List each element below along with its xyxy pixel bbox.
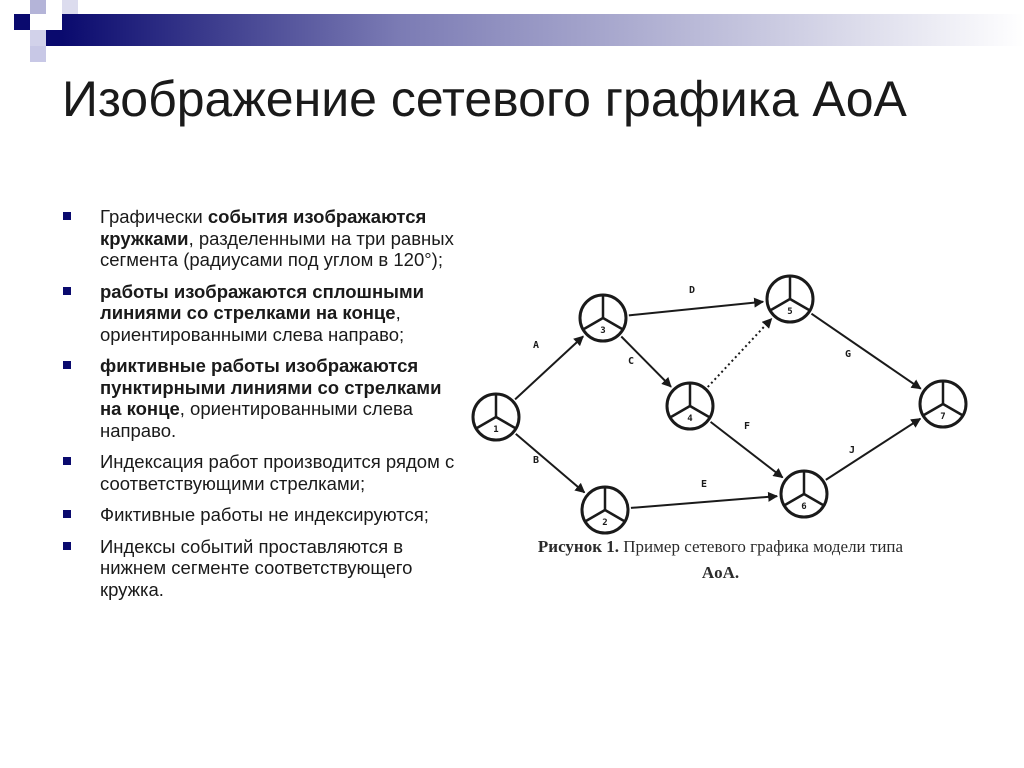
segment-divider	[942, 402, 964, 417]
event-node-2: 2	[580, 485, 630, 535]
caption-text: Пример сетевого графика модели типа	[619, 537, 904, 556]
segment-divider	[769, 297, 791, 312]
deco-square	[14, 14, 30, 30]
segment-divider	[922, 402, 944, 417]
segment-divider	[475, 415, 497, 430]
event-node-7: 7	[918, 379, 968, 429]
event-index-label: 1	[493, 425, 498, 435]
aoa-network-diagram: A B C D E F G J 1 2 3 4 5 6 7	[471, 274, 968, 535]
bullet-bold-text: работы изображаются сплошными линиями со…	[100, 280, 425, 324]
event-index-label: 5	[787, 307, 792, 317]
activity-label: D	[689, 285, 695, 296]
dummy-activity-arrow	[707, 317, 773, 388]
activity-arrow-g	[810, 312, 922, 390]
segment-divider	[584, 508, 606, 523]
activity-label: E	[701, 479, 707, 490]
activity-label: B	[533, 455, 539, 466]
event-node-3: 3	[578, 293, 628, 343]
deco-square	[46, 30, 62, 46]
square-bullet-icon	[63, 541, 71, 550]
corner-decoration	[14, 0, 1024, 62]
activity-arrow-j	[825, 417, 922, 481]
segment-divider	[783, 492, 805, 507]
segment-divider	[582, 316, 604, 331]
caption-line2: AoA.	[701, 563, 740, 582]
activity-label: J	[849, 445, 855, 456]
activity-label: F	[744, 421, 750, 432]
bullet-text: Индексация работ производится рядом с со…	[100, 451, 455, 494]
bullet-text: , разделенными на три равных сегмента (р…	[100, 227, 454, 271]
activity-arrow-e	[630, 491, 779, 509]
segment-divider	[789, 297, 811, 312]
activity-arrow-c	[620, 335, 672, 388]
event-index-label: 6	[801, 502, 806, 512]
slide-title: Изображение сетевого графика AoA	[62, 71, 907, 127]
bullet-item: Индексация работ производится рядом с со…	[62, 451, 462, 494]
square-bullet-icon	[63, 361, 71, 369]
figure-caption: Рисунок 1. Пример сетевого графика модел…	[468, 534, 973, 586]
top-gradient-bar	[62, 14, 1024, 46]
event-node-1: 1	[471, 392, 521, 442]
event-node-5: 5	[765, 274, 815, 324]
activity-arrow-d	[628, 297, 765, 317]
segment-divider	[495, 415, 517, 430]
bullet-text: , ориентированными слева направо.	[100, 398, 413, 441]
bullet-text: Индексы событий проставляются в нижнем с…	[100, 535, 413, 600]
deco-square	[30, 0, 46, 14]
bullet-text: Графически	[100, 206, 208, 227]
bullet-item: Индексы событий проставляются в нижнем с…	[62, 536, 462, 601]
bullet-item: фиктивные работы изображаются пунктирным…	[62, 355, 462, 441]
bullet-item: Графически события изображаются кружками…	[62, 206, 462, 271]
event-index-label: 3	[600, 326, 605, 336]
bullet-text: Фиктивные работы не индексируются;	[100, 504, 429, 525]
deco-square	[62, 0, 78, 14]
segment-divider	[689, 404, 711, 419]
bullet-item: работы изображаются сплошными линиями со…	[62, 281, 462, 346]
square-bullet-icon	[63, 457, 71, 465]
square-bullet-icon	[63, 212, 71, 220]
event-node-6: 6	[779, 469, 829, 519]
square-bullet-icon	[63, 510, 71, 518]
deco-square	[14, 30, 30, 46]
activity-arrow-a	[514, 335, 584, 401]
activity-label: G	[845, 349, 851, 360]
square-bullet-icon	[63, 286, 71, 295]
activity-arrow-b	[515, 433, 586, 494]
deco-square	[46, 14, 62, 30]
deco-square	[30, 46, 46, 62]
segment-divider	[602, 316, 624, 331]
event-index-label: 2	[602, 518, 607, 528]
bullet-bold-text: фиктивные работы изображаются пунктирным…	[100, 355, 442, 419]
activity-arrow-f	[709, 421, 784, 479]
bullet-text: , ориентированными слева направо;	[100, 302, 405, 345]
caption-label: Рисунок 1.	[537, 537, 620, 556]
event-node-4: 4	[665, 381, 715, 431]
event-index-label: 4	[687, 414, 693, 424]
segment-divider	[669, 404, 691, 419]
segment-divider	[803, 492, 825, 507]
deco-square	[30, 30, 46, 46]
activity-label: A	[533, 340, 539, 351]
bullet-list: Графически события изображаются кружками…	[62, 206, 462, 610]
activity-label: C	[628, 356, 634, 367]
bullet-bold-text: события изображаются кружками	[100, 206, 427, 249]
bullet-item: Фиктивные работы не индексируются;	[62, 504, 462, 526]
segment-divider	[604, 508, 626, 523]
event-index-label: 7	[940, 412, 945, 422]
